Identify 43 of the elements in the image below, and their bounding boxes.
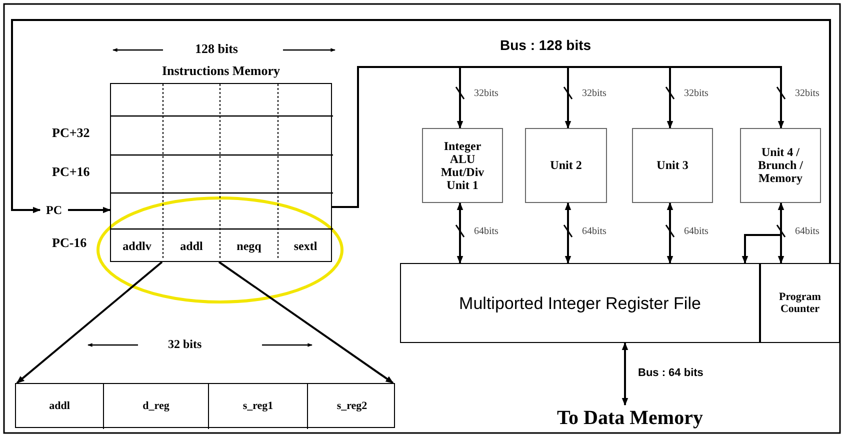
instruction-cell: sextl xyxy=(278,229,333,263)
edge-label: 64bits xyxy=(582,226,606,237)
row-address-label: PC+32 xyxy=(52,125,90,141)
program-counter-label: PC xyxy=(40,200,68,220)
format-field-cell: addl xyxy=(16,384,104,429)
execution-unit-box: Unit 2 xyxy=(525,128,607,203)
table-heading: Instructions Memory xyxy=(160,63,282,79)
arrow xyxy=(564,202,572,264)
arrow xyxy=(456,202,464,264)
row-address-label: PC-16 xyxy=(52,235,87,251)
register-file-box: Multiported Integer Register File xyxy=(400,263,760,343)
arrow xyxy=(218,261,394,384)
instruction-cell: addlv xyxy=(111,229,163,263)
execution-unit-box: Unit 4 / Brunch / Memory xyxy=(740,128,821,203)
bus-label: Bus : 128 bits xyxy=(500,37,592,53)
arrow xyxy=(742,203,782,264)
row-address-label: PC+16 xyxy=(52,164,90,180)
instruction-cell: negq xyxy=(220,229,278,263)
execution-unit-box: Unit 3 xyxy=(632,128,713,203)
arrow xyxy=(11,19,831,263)
format-field-cell: d_reg xyxy=(104,384,209,429)
edge-label: Bus : 64 bits xyxy=(638,367,704,379)
instruction-cell: addl xyxy=(163,229,220,263)
edge-label: 64bits xyxy=(795,226,820,237)
edge-label: 32bits xyxy=(474,88,498,99)
edge-label: 32bits xyxy=(684,88,708,99)
width-label: 32 bits xyxy=(168,337,202,352)
destination-label: To Data Memory xyxy=(525,405,735,431)
edge-label: 32bits xyxy=(582,88,606,99)
program-counter-box: Program Counter xyxy=(760,263,840,343)
width-label: 128 bits xyxy=(195,41,238,57)
instruction-format-box xyxy=(15,383,395,428)
arrow xyxy=(332,66,784,208)
execution-unit-box: Integer ALU Mut/Div Unit 1 xyxy=(422,128,503,203)
arrow xyxy=(666,202,674,264)
format-field-cell: s_reg1 xyxy=(209,384,308,429)
edge-label: 64bits xyxy=(684,226,708,237)
format-field-cell: s_reg2 xyxy=(308,384,396,429)
edge-label: 64bits xyxy=(474,226,498,237)
arrow xyxy=(16,261,163,384)
edge-label: 32bits xyxy=(795,88,820,99)
arrow xyxy=(622,342,628,406)
arrow xyxy=(68,206,111,214)
